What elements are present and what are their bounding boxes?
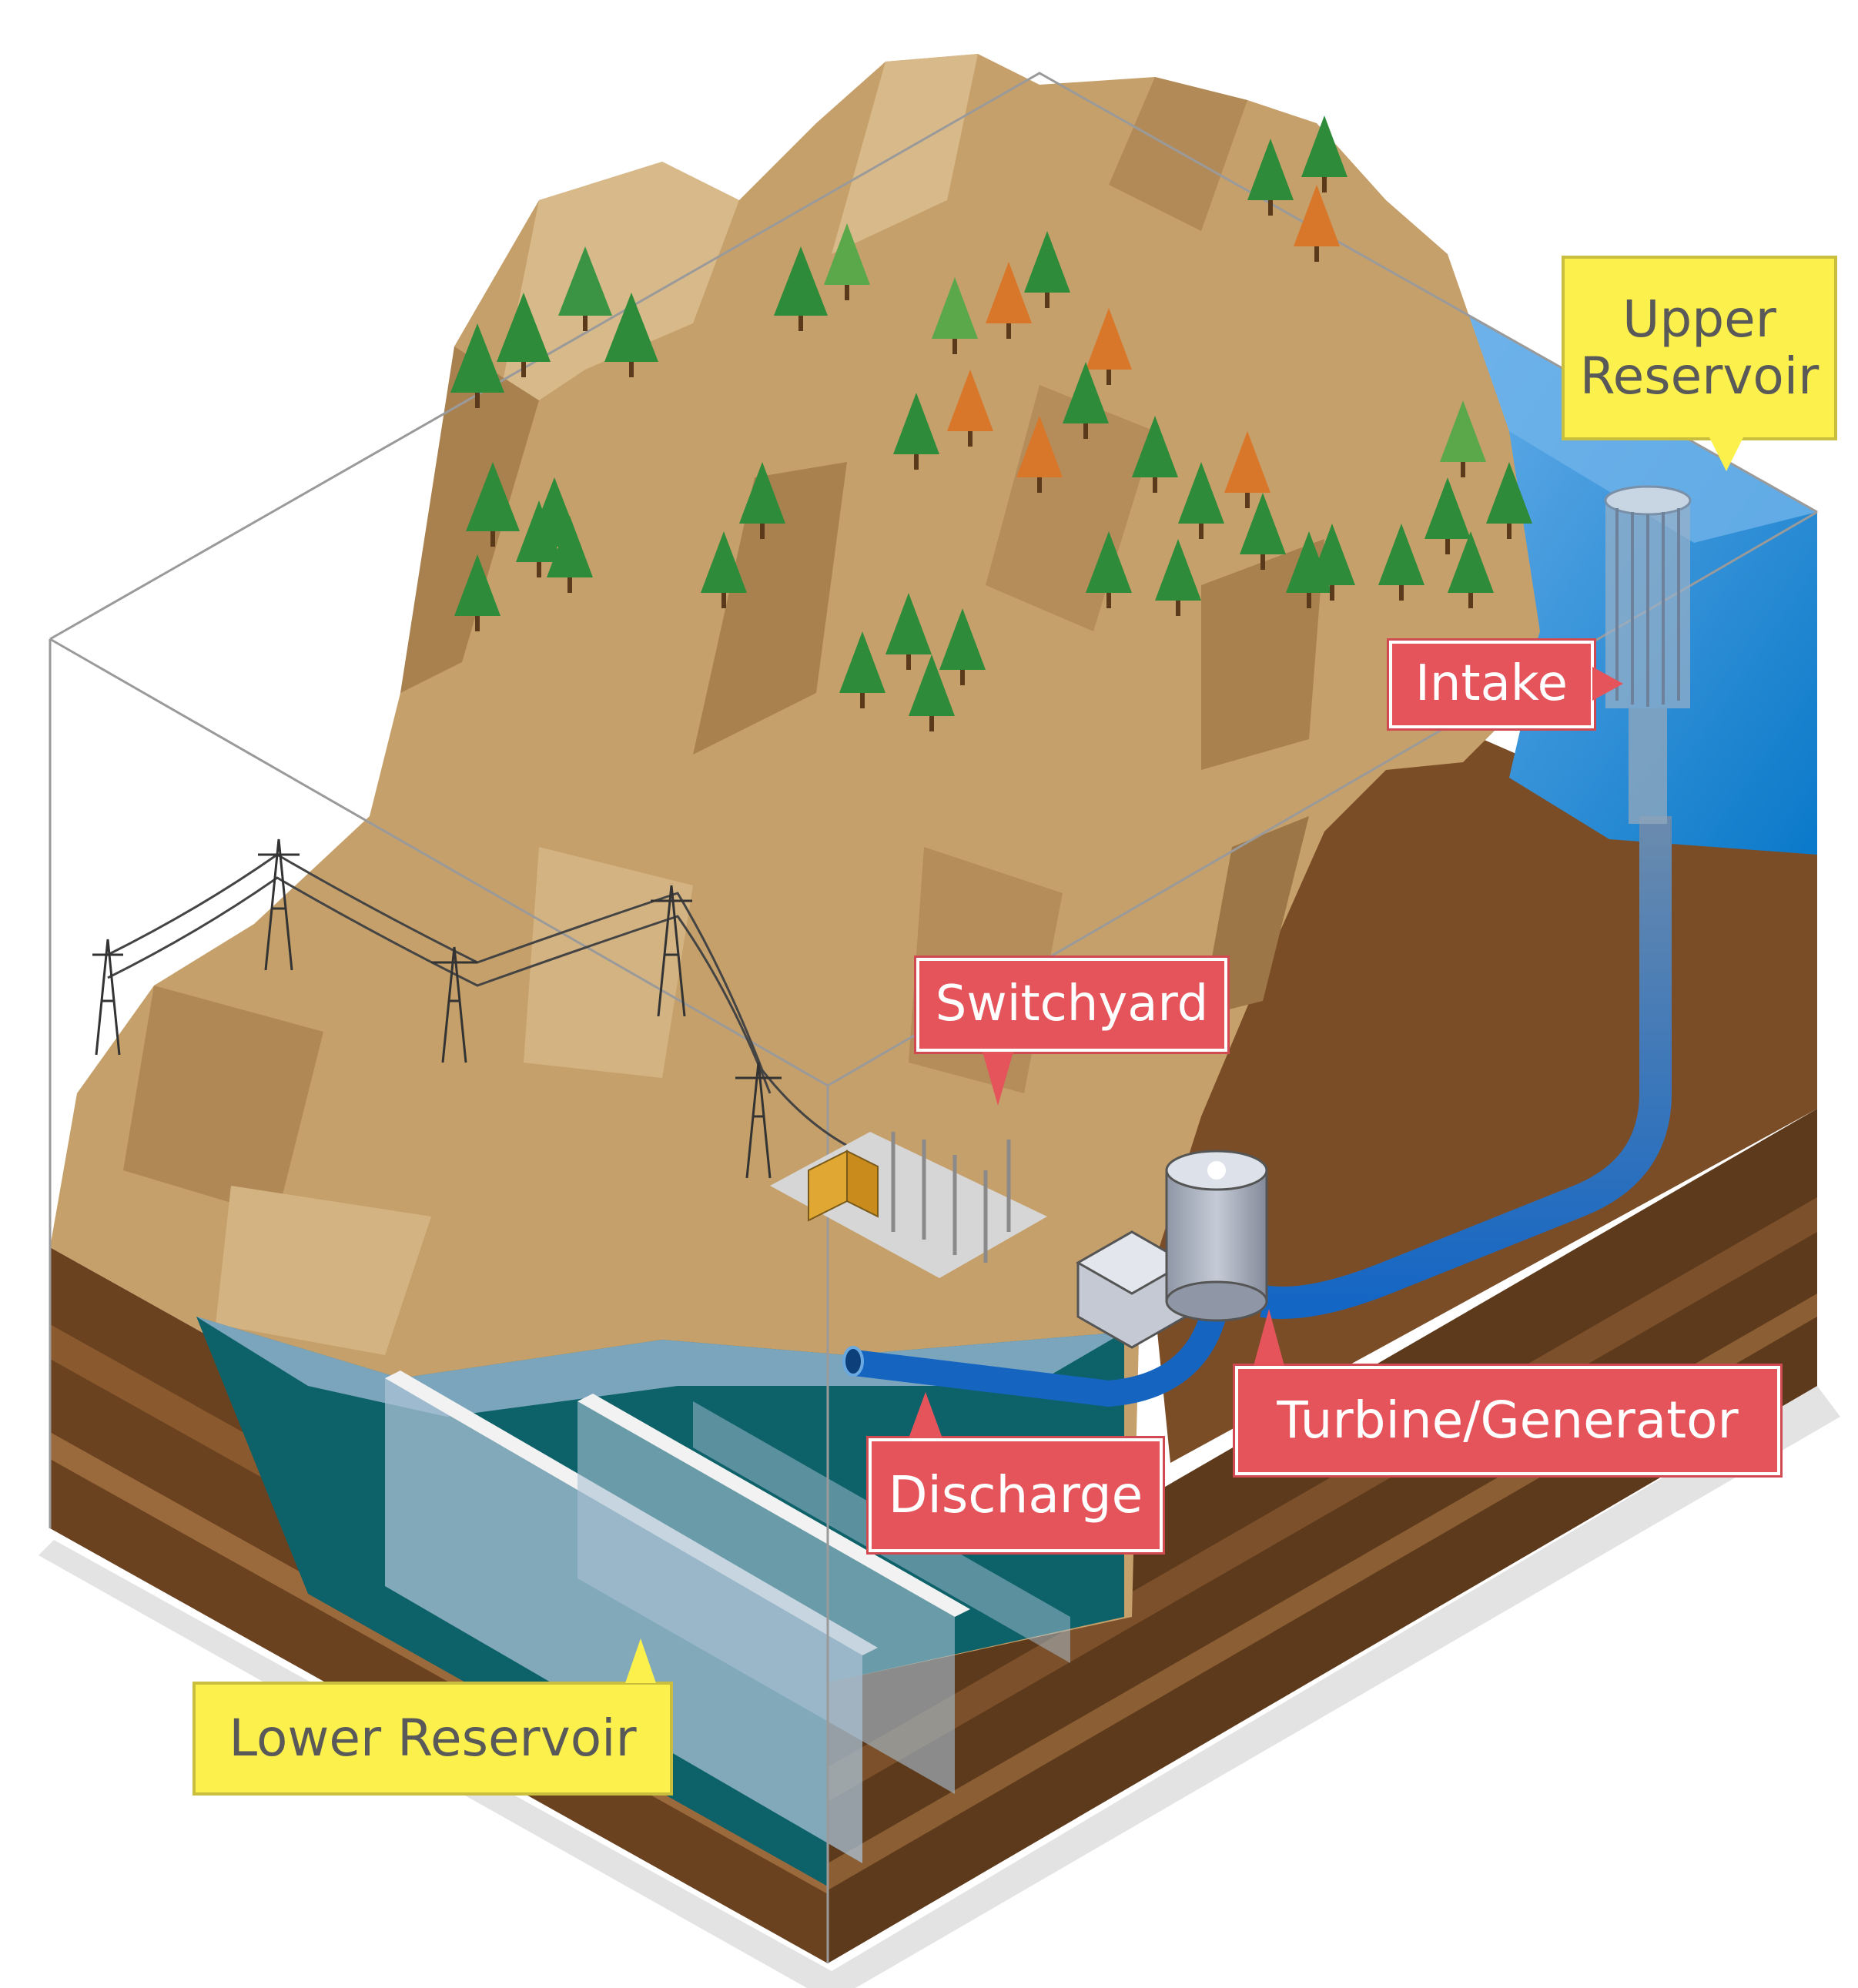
lower-reservoir-label: Lower Reservoir	[192, 1682, 673, 1796]
switchyard-icon	[770, 1132, 1047, 1278]
upper-reservoir-label: Upper Reservoir	[1562, 256, 1837, 440]
penstock-shaft	[1260, 816, 1672, 1319]
switchyard-label: Switchyard	[916, 958, 1227, 1052]
discharge-tunnel	[852, 1298, 1230, 1407]
lower-reservoir-label-tail	[625, 1638, 656, 1683]
turbine-generator-label-tail	[1254, 1309, 1284, 1366]
intake-label: Intake	[1389, 641, 1594, 728]
discharge-label: Discharge	[869, 1438, 1163, 1552]
discharge-label-tail	[909, 1392, 942, 1438]
transmission-tower-icon	[92, 838, 782, 1179]
upper-reservoir-label-tail	[1709, 437, 1743, 471]
intake-label-tail	[1592, 667, 1623, 701]
tree-icon	[450, 115, 1532, 731]
intake-tower	[1604, 485, 1692, 824]
turbine-icon	[1075, 1150, 1268, 1349]
turbine-generator-label: Turbine/Generator	[1235, 1366, 1780, 1475]
discharge-outlet	[842, 1346, 864, 1377]
transmission-lines	[107, 853, 886, 1164]
switchyard-label-tail	[983, 1052, 1013, 1106]
